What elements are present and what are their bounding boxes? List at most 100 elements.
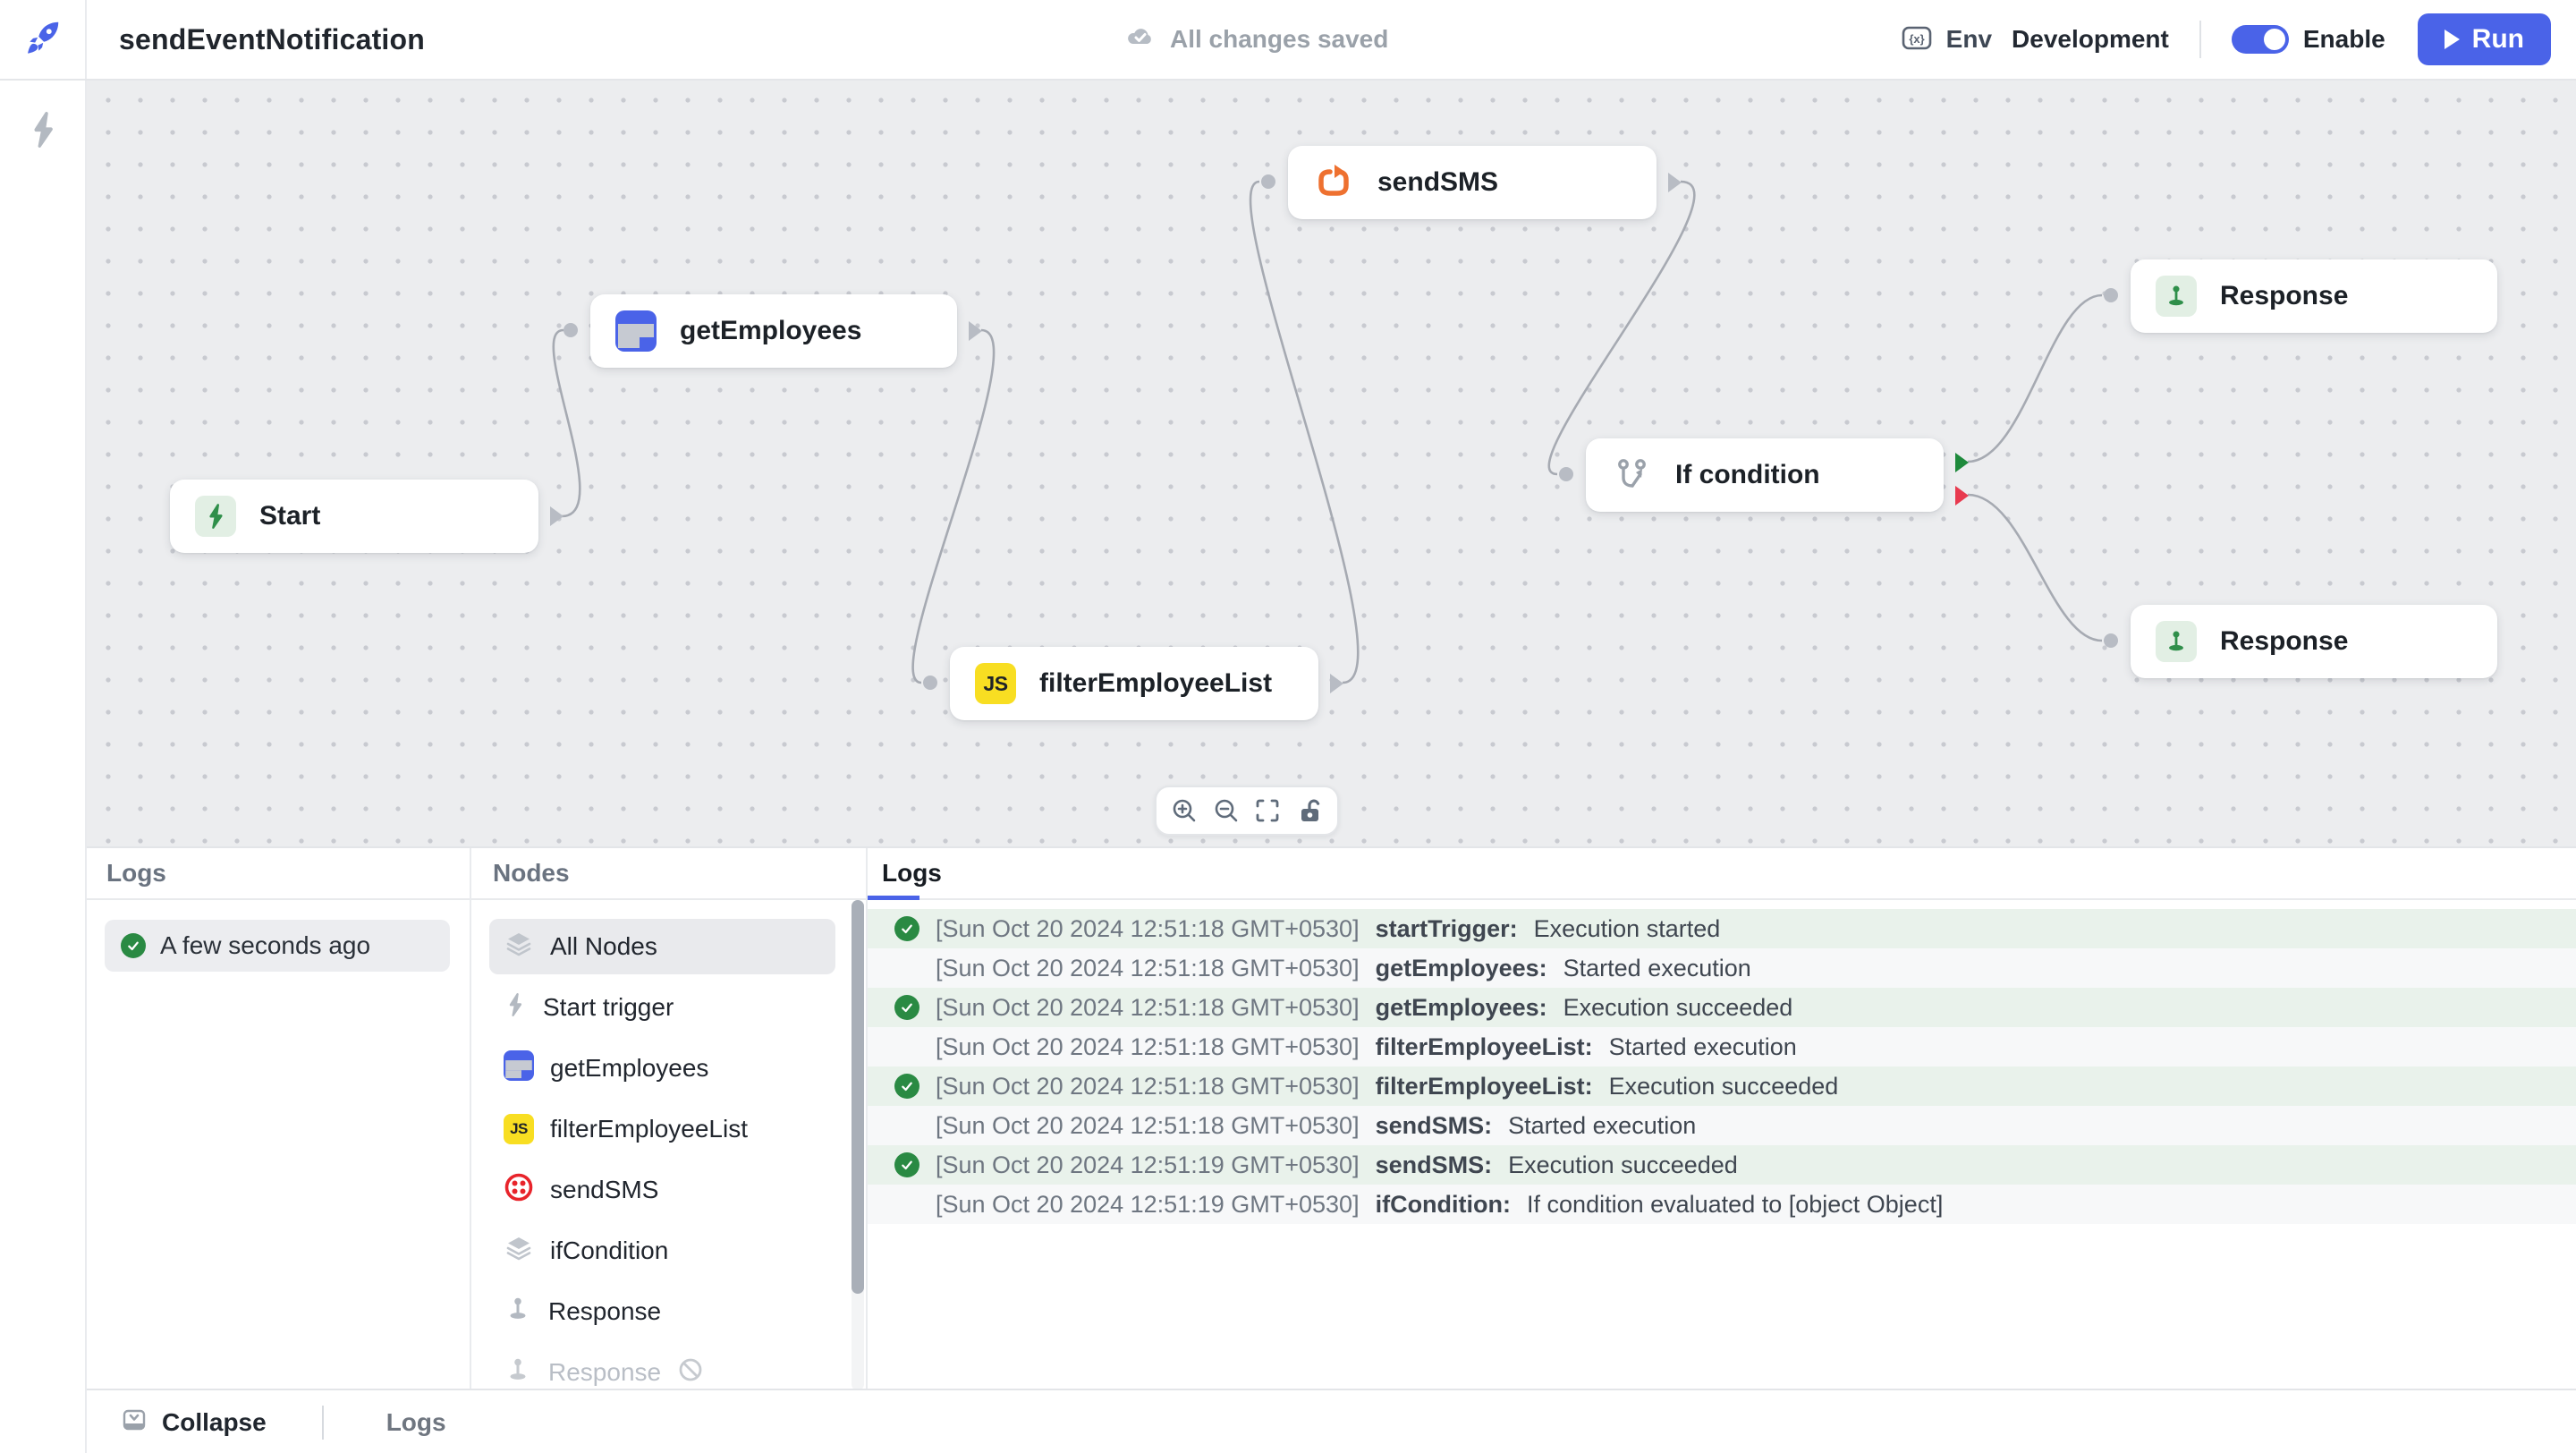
lightning-gray-icon xyxy=(504,991,527,1024)
log-message: Started execution xyxy=(1563,954,1751,981)
zoom-out-icon[interactable] xyxy=(1211,795,1241,826)
port-out-true-arrow[interactable] xyxy=(1955,453,1969,472)
branch-icon xyxy=(1611,455,1652,496)
log-node-name: sendSMS: xyxy=(1375,1111,1493,1139)
nodes-filter-item-ifCondition[interactable]: ifCondition xyxy=(489,1223,835,1279)
run-list-item[interactable]: A few seconds ago xyxy=(105,920,450,972)
zoom-in-icon[interactable] xyxy=(1169,795,1199,826)
nodes-filter-item-response-disabled[interactable]: Response xyxy=(489,1345,835,1390)
response-pin-icon xyxy=(504,1355,532,1390)
node-response-1[interactable]: Response xyxy=(2131,259,2497,333)
env-value: Development xyxy=(2012,25,2169,53)
log-timestamp: [Sun Oct 20 2024 12:51:18 GMT+0530] xyxy=(936,954,1360,981)
nodes-filter-item-getEmployees[interactable]: getEmployees xyxy=(489,1041,835,1096)
nodes-filter-item-filterEmployeeList[interactable]: JS filterEmployeeList xyxy=(489,1101,835,1157)
log-node-name: ifCondition: xyxy=(1375,1190,1512,1218)
node-filterEmployeeList[interactable]: JS filterEmployeeList xyxy=(950,647,1343,720)
js-icon: JS xyxy=(504,1114,534,1144)
layers-icon xyxy=(504,1233,534,1270)
node-label: filterEmployeeList xyxy=(1039,668,1273,698)
port-in-response-1 xyxy=(2104,288,2118,302)
log-row: [Sun Oct 20 2024 12:51:18 GMT+0530] filt… xyxy=(868,1066,2576,1106)
run-button-label: Run xyxy=(2471,24,2524,54)
svg-text:{x}: {x} xyxy=(1909,32,1924,46)
log-row: [Sun Oct 20 2024 12:51:18 GMT+0530] getE… xyxy=(868,948,2576,988)
collapse-button[interactable]: Collapse xyxy=(121,1406,267,1440)
runs-panel-header: Logs xyxy=(85,848,470,900)
nodes-list: All Nodes Start trigger getEmployees JS xyxy=(471,900,866,1390)
disabled-ban-icon xyxy=(677,1356,704,1389)
logs-tab-bar: Logs xyxy=(868,848,2576,900)
log-timestamp: [Sun Oct 20 2024 12:51:18 GMT+0530] xyxy=(936,993,1360,1021)
datasource-table-icon xyxy=(615,310,657,352)
nodes-scrollbar-thumb[interactable] xyxy=(852,900,864,1294)
node-response-2[interactable]: Response xyxy=(2131,605,2497,678)
nodes-filter-item-all[interactable]: All Nodes xyxy=(489,919,835,974)
port-out-arrow[interactable] xyxy=(1330,674,1343,693)
node-getEmployees[interactable]: getEmployees xyxy=(590,294,982,368)
success-check-icon xyxy=(894,1152,919,1177)
log-row: [Sun Oct 20 2024 12:51:18 GMT+0530] send… xyxy=(868,1106,2576,1145)
nodes-item-label: Response xyxy=(548,1297,662,1325)
workflow-canvas[interactable]: Start getEmployees sendSMS JS filterEmpl… xyxy=(85,79,2576,846)
port-in-response-2 xyxy=(2104,633,2118,648)
log-node-name: getEmployees: xyxy=(1375,954,1547,981)
port-out-arrow[interactable] xyxy=(969,321,982,341)
header-divider xyxy=(2199,21,2201,58)
nodes-filter-item-response[interactable]: Response xyxy=(489,1284,835,1339)
edge-ifCondition-true-response xyxy=(1967,293,2103,463)
lock-open-icon[interactable] xyxy=(1294,795,1325,826)
node-label: Response xyxy=(2220,281,2349,310)
env-box-icon: {x} xyxy=(1900,21,1934,59)
left-rail xyxy=(0,79,87,1453)
edge-sendSMS-ifCondition xyxy=(1547,180,1696,476)
port-in-sendSMS xyxy=(1261,174,1275,189)
loop-arrow-orange-icon xyxy=(1313,162,1354,203)
bottom-panel: Logs A few seconds ago Nodes All Nodes xyxy=(85,846,2576,1390)
log-node-name: startTrigger: xyxy=(1375,914,1518,942)
node-ifCondition[interactable]: If condition xyxy=(1586,438,1969,512)
success-check-icon xyxy=(894,1074,919,1099)
log-timestamp: [Sun Oct 20 2024 12:51:19 GMT+0530] xyxy=(936,1190,1360,1218)
run-timestamp: A few seconds ago xyxy=(160,931,371,959)
log-row: [Sun Oct 20 2024 12:51:18 GMT+0530] getE… xyxy=(868,988,2576,1027)
nodes-item-label: All Nodes xyxy=(550,932,657,960)
response-pin-icon xyxy=(504,1295,532,1330)
log-row: [Sun Oct 20 2024 12:51:18 GMT+0530] filt… xyxy=(868,1027,2576,1066)
top-bar: sendEventNotification All changes saved … xyxy=(0,0,2576,81)
log-timestamp: [Sun Oct 20 2024 12:51:19 GMT+0530] xyxy=(936,1151,1360,1178)
nodes-item-label: Start trigger xyxy=(543,993,674,1021)
env-label: Env xyxy=(1945,25,1993,53)
node-label: sendSMS xyxy=(1377,167,1499,197)
footer-logs-toggle[interactable]: Logs xyxy=(386,1408,446,1436)
nodes-item-label: Response xyxy=(548,1358,662,1386)
node-sendSMS[interactable]: sendSMS xyxy=(1288,146,1682,219)
nodes-filter-item-start-trigger[interactable]: Start trigger xyxy=(489,980,835,1035)
environment-selector[interactable]: {x} Env Development xyxy=(1900,21,2169,59)
log-timestamp: [Sun Oct 20 2024 12:51:18 GMT+0530] xyxy=(936,1032,1360,1060)
port-in-getEmployees xyxy=(564,323,578,337)
log-row: [Sun Oct 20 2024 12:51:19 GMT+0530] ifCo… xyxy=(868,1185,2576,1224)
log-message: If condition evaluated to [object Object… xyxy=(1527,1190,1944,1218)
tab-logs[interactable]: Logs xyxy=(882,859,942,887)
node-label: Response xyxy=(2220,626,2349,656)
nodes-filter-item-sendSMS[interactable]: sendSMS xyxy=(489,1162,835,1218)
nodes-panel-header: Nodes xyxy=(471,848,866,900)
toggle-knob xyxy=(2263,29,2285,50)
node-start[interactable]: Start xyxy=(170,480,564,553)
port-out-false-arrow[interactable] xyxy=(1955,486,1969,506)
fit-view-icon[interactable] xyxy=(1252,795,1283,826)
enable-toggle[interactable] xyxy=(2231,25,2289,54)
enable-label: Enable xyxy=(2302,25,2385,53)
success-check-icon xyxy=(894,995,919,1020)
app-logo[interactable] xyxy=(0,0,87,79)
port-out-arrow[interactable] xyxy=(1668,173,1682,192)
runs-column: Logs A few seconds ago xyxy=(85,848,471,1390)
js-icon: JS xyxy=(975,663,1016,704)
nodes-item-label: sendSMS xyxy=(550,1176,659,1203)
run-button[interactable]: Run xyxy=(2417,13,2551,65)
cloud-check-icon xyxy=(1123,21,1156,59)
port-out-arrow[interactable] xyxy=(550,506,564,526)
trigger-rail-icon[interactable] xyxy=(25,109,61,1453)
workflow-title: sendEventNotification xyxy=(119,22,426,55)
